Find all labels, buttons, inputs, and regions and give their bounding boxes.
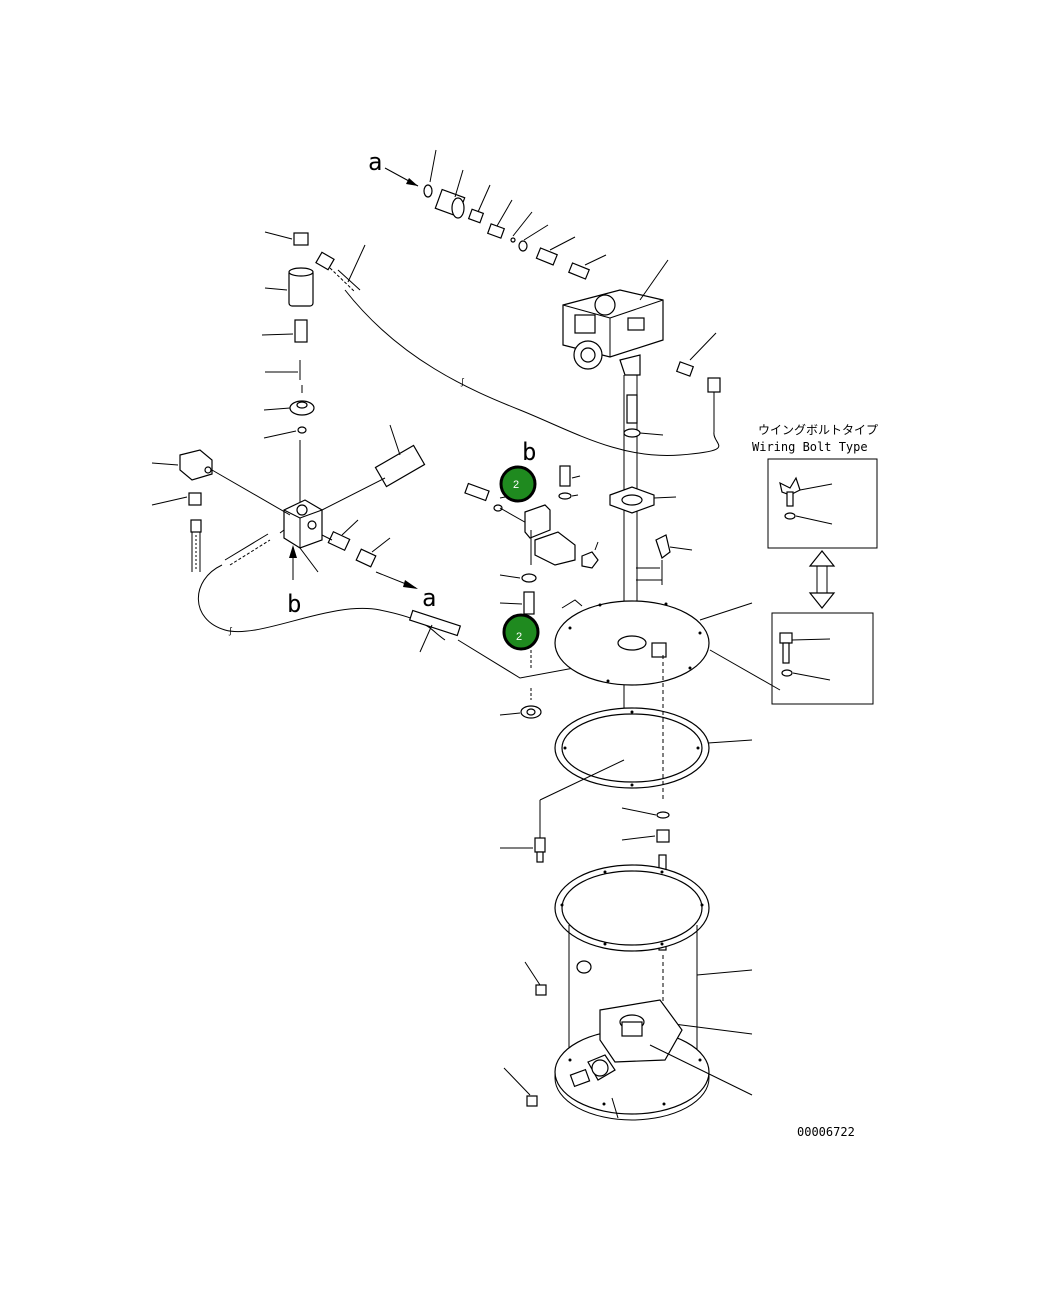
ref-a-right-label: a (422, 584, 436, 612)
drawing-number: 00006722 (797, 1125, 855, 1139)
standpipe (609, 375, 693, 760)
swap-double-arrow (808, 550, 836, 609)
callout-badge-lower-label: 2 (516, 631, 522, 643)
ref-a-top: a (368, 148, 419, 187)
ref-b-mid-label: b (522, 438, 536, 466)
gasket-ring (539, 707, 753, 838)
upper-hose: ∫ (315, 244, 720, 457)
ref-b-left-label: b (287, 590, 301, 618)
ref-a-right: a (375, 571, 436, 612)
inset-box-upper (767, 458, 878, 549)
inset-title-en: Wiring Bolt Type (752, 440, 868, 454)
inset-box-lower (771, 612, 874, 705)
ref-a-top-label: a (368, 148, 382, 176)
bracket-assembly (464, 465, 599, 719)
cross-valve (151, 424, 426, 573)
ref-b-left: b (287, 545, 301, 618)
callout-badge-lower: 2 (502, 613, 540, 651)
svg-text:∫: ∫ (228, 627, 233, 636)
left-parts-column (261, 231, 315, 505)
callout-badge-upper: 2 (499, 465, 537, 503)
top-fitting-chain (423, 149, 607, 280)
svg-text:∫: ∫ (460, 378, 465, 387)
inset-title-jp: ウイングボルトタイプ (758, 423, 878, 437)
ref-b-mid: b (522, 438, 536, 466)
tank-body (503, 864, 753, 1121)
inset-wing-bolt: ウイングボルトタイプ Wiring Bolt Type (752, 423, 878, 705)
lower-bolt-left (500, 837, 546, 863)
tank-top-cover (554, 599, 781, 691)
valve-block (562, 259, 721, 432)
callout-badge-upper-label: 2 (513, 479, 519, 491)
